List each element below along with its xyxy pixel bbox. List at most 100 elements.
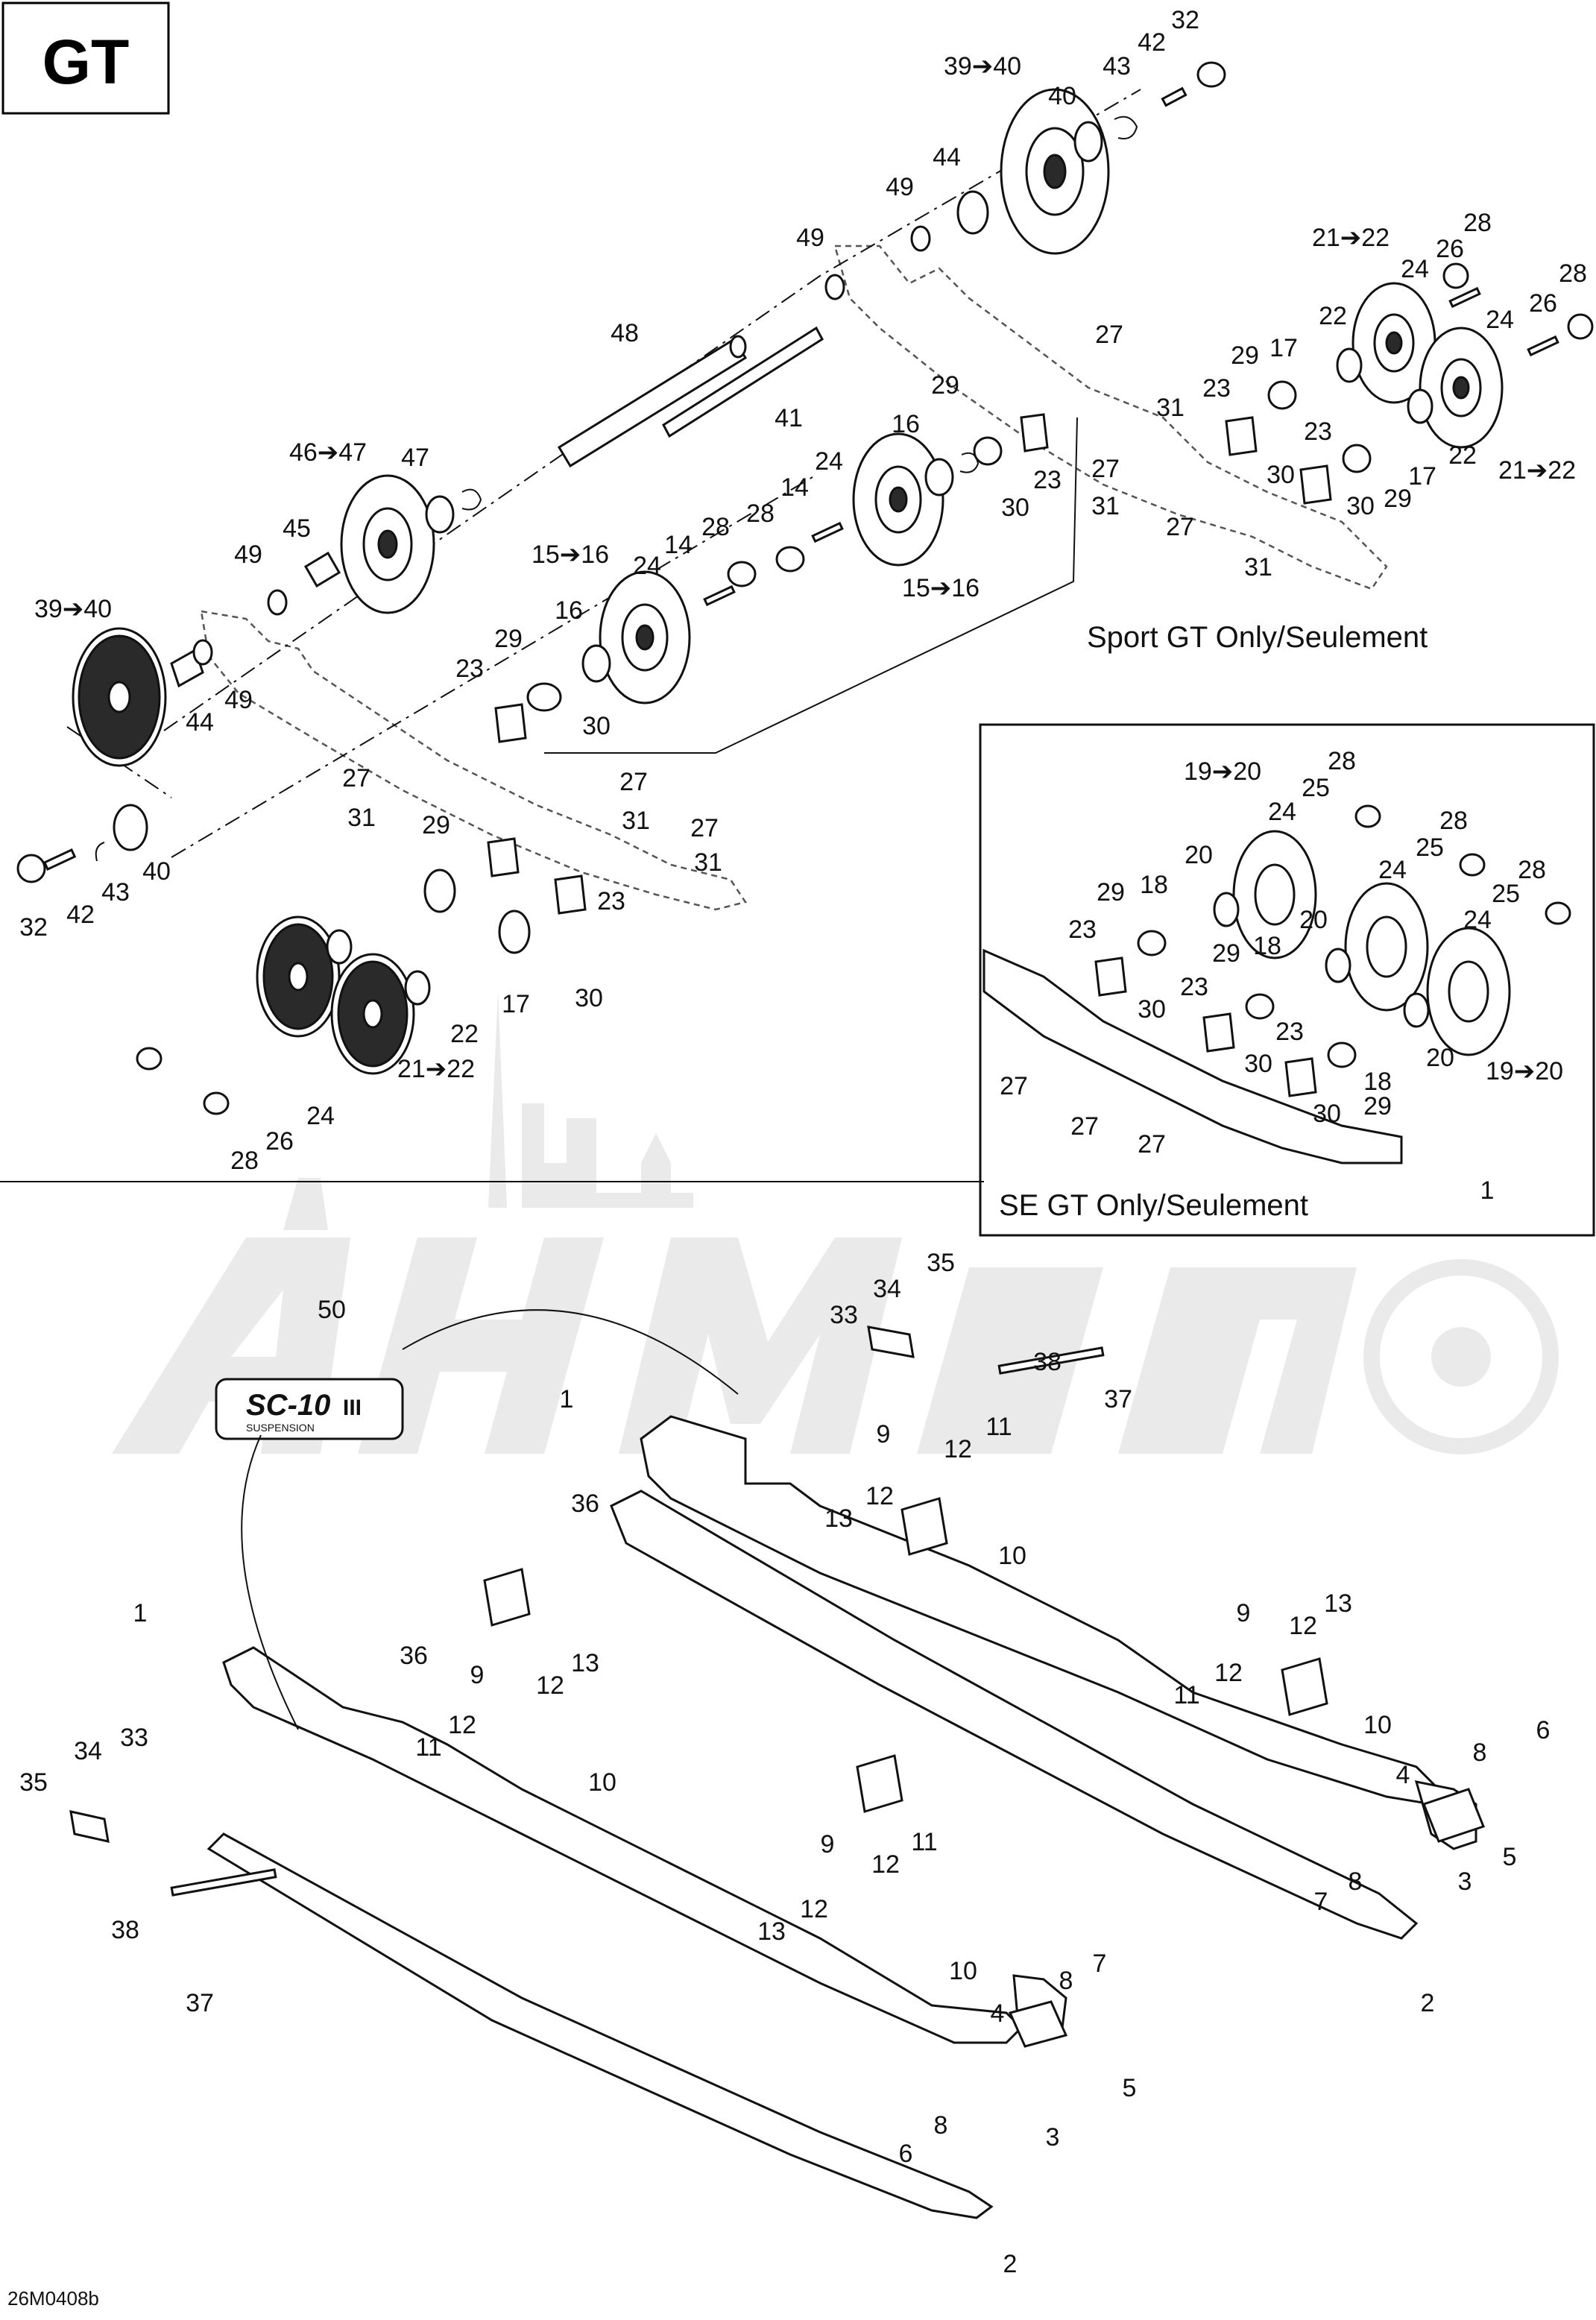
callout-9: 9 bbox=[821, 1830, 835, 1859]
callout-11: 11 bbox=[985, 1413, 1012, 1441]
callout-23: 23 bbox=[597, 887, 625, 915]
callout-29: 29 bbox=[1097, 878, 1125, 907]
callout-29: 29 bbox=[1231, 341, 1259, 370]
callout-28: 28 bbox=[1559, 259, 1587, 288]
callout-24: 24 bbox=[306, 1102, 335, 1130]
callout-9: 9 bbox=[877, 1420, 891, 1449]
callout-45: 45 bbox=[283, 514, 311, 543]
callout-23: 23 bbox=[1068, 915, 1097, 944]
callout-21-22: 21➔22 bbox=[397, 1055, 475, 1083]
callout-6: 6 bbox=[899, 2140, 913, 2168]
rail-assembly-back bbox=[610, 1415, 1477, 1940]
callout-35: 35 bbox=[927, 1249, 955, 1277]
callout-1: 1 bbox=[133, 1599, 148, 1627]
sc10-decal: SC-10 III SUSPENSION bbox=[215, 1309, 739, 1730]
callout-20: 20 bbox=[1299, 906, 1328, 934]
callout-11: 11 bbox=[1173, 1681, 1199, 1709]
callout-14: 14 bbox=[664, 531, 693, 559]
callout-27: 27 bbox=[1166, 513, 1194, 541]
callout-23: 23 bbox=[1304, 417, 1332, 446]
rear-wheel-left-hardware bbox=[16, 804, 148, 883]
callout-9: 9 bbox=[1237, 1599, 1251, 1627]
callout-34: 34 bbox=[74, 1737, 102, 1765]
callout-30: 30 bbox=[575, 984, 603, 1012]
callout-14: 14 bbox=[780, 473, 809, 502]
callout-5: 5 bbox=[1503, 1843, 1517, 1871]
se-gt-inset bbox=[979, 723, 1595, 1237]
callout-40: 40 bbox=[1048, 82, 1076, 110]
callout-12: 12 bbox=[800, 1895, 828, 1923]
callout-27: 27 bbox=[1000, 1072, 1028, 1100]
callout-23: 23 bbox=[1275, 1018, 1304, 1046]
callout-9: 9 bbox=[470, 1661, 485, 1689]
callout-29: 29 bbox=[422, 811, 450, 839]
callout-18: 18 bbox=[1253, 932, 1281, 960]
callout-7: 7 bbox=[1314, 1888, 1328, 1916]
callout-19-20: 19➔20 bbox=[1486, 1057, 1563, 1085]
callout-28: 28 bbox=[230, 1147, 259, 1175]
callout-28: 28 bbox=[1463, 209, 1492, 237]
callout-24: 24 bbox=[1378, 856, 1407, 884]
callout-36: 36 bbox=[400, 1642, 428, 1670]
callout-27: 27 bbox=[342, 764, 370, 792]
callout-33: 33 bbox=[830, 1301, 858, 1329]
sport-gt-bracket bbox=[544, 417, 1078, 754]
callout-22: 22 bbox=[450, 1020, 479, 1048]
callout-16: 16 bbox=[555, 596, 583, 625]
callout-26: 26 bbox=[1436, 235, 1464, 263]
idler-wheels-right bbox=[1225, 262, 1594, 505]
se-gt-caption: SE GT Only/Seulement bbox=[999, 1189, 1308, 1222]
callout-12: 12 bbox=[1289, 1612, 1317, 1640]
callout-42: 42 bbox=[1138, 28, 1166, 57]
callout-38: 38 bbox=[111, 1916, 139, 1944]
callout-46-47: 46➔47 bbox=[289, 438, 367, 467]
callout-22: 22 bbox=[1448, 441, 1477, 470]
callout-4: 4 bbox=[1396, 1761, 1410, 1789]
callout-30: 30 bbox=[1001, 494, 1029, 522]
callout-43: 43 bbox=[1103, 52, 1131, 81]
callout-27: 27 bbox=[690, 814, 719, 842]
watermark-logo bbox=[112, 992, 1559, 1454]
idler-wheels-lower-left bbox=[136, 837, 587, 1115]
callout-6: 6 bbox=[1536, 1716, 1551, 1744]
callout-29: 29 bbox=[931, 371, 959, 400]
callout-7: 7 bbox=[1093, 1949, 1107, 1978]
callout-8: 8 bbox=[934, 2111, 948, 2140]
callout-23: 23 bbox=[455, 655, 484, 683]
callout-15-16: 15➔16 bbox=[532, 540, 609, 569]
callout-11: 11 bbox=[415, 1733, 441, 1762]
callout-32: 32 bbox=[1171, 6, 1199, 34]
callout-1: 1 bbox=[560, 1385, 574, 1413]
callout-2: 2 bbox=[1421, 1989, 1435, 2017]
idler-wheel-left-upper bbox=[267, 474, 482, 616]
callout-30: 30 bbox=[1138, 995, 1166, 1024]
callout-39-40: 39➔40 bbox=[34, 595, 112, 623]
figure-code: 26M0408b bbox=[7, 2287, 99, 2310]
callout-44: 44 bbox=[186, 708, 214, 737]
callout-4: 4 bbox=[991, 1999, 1005, 2028]
idler-wheel-middle bbox=[775, 413, 1049, 573]
callout-36: 36 bbox=[571, 1490, 599, 1518]
callout-49: 49 bbox=[224, 686, 253, 714]
callout-48: 48 bbox=[611, 319, 639, 347]
callout-31: 31 bbox=[1244, 553, 1272, 581]
callout-44: 44 bbox=[933, 143, 961, 171]
callout-40: 40 bbox=[142, 857, 171, 886]
callout-10: 10 bbox=[588, 1768, 616, 1797]
callout-28: 28 bbox=[1328, 747, 1356, 775]
callout-28: 28 bbox=[746, 499, 775, 528]
callout-labels: 32 42 43 39➔40 40 44 49 49 48 41 21➔22 2… bbox=[19, 6, 1587, 2278]
callout-29: 29 bbox=[1384, 485, 1412, 513]
callout-49: 49 bbox=[796, 224, 824, 252]
callout-12: 12 bbox=[871, 1850, 900, 1879]
callout-50: 50 bbox=[318, 1296, 346, 1324]
callout-27: 27 bbox=[1138, 1130, 1166, 1159]
callout-12: 12 bbox=[944, 1435, 972, 1463]
callout-30: 30 bbox=[1267, 461, 1295, 489]
callout-28: 28 bbox=[1439, 807, 1468, 835]
callout-23: 23 bbox=[1033, 466, 1062, 494]
decal-mark: III bbox=[343, 1396, 362, 1420]
callout-18: 18 bbox=[1140, 871, 1168, 899]
callout-8: 8 bbox=[1473, 1739, 1487, 1767]
callout-31: 31 bbox=[347, 804, 376, 832]
